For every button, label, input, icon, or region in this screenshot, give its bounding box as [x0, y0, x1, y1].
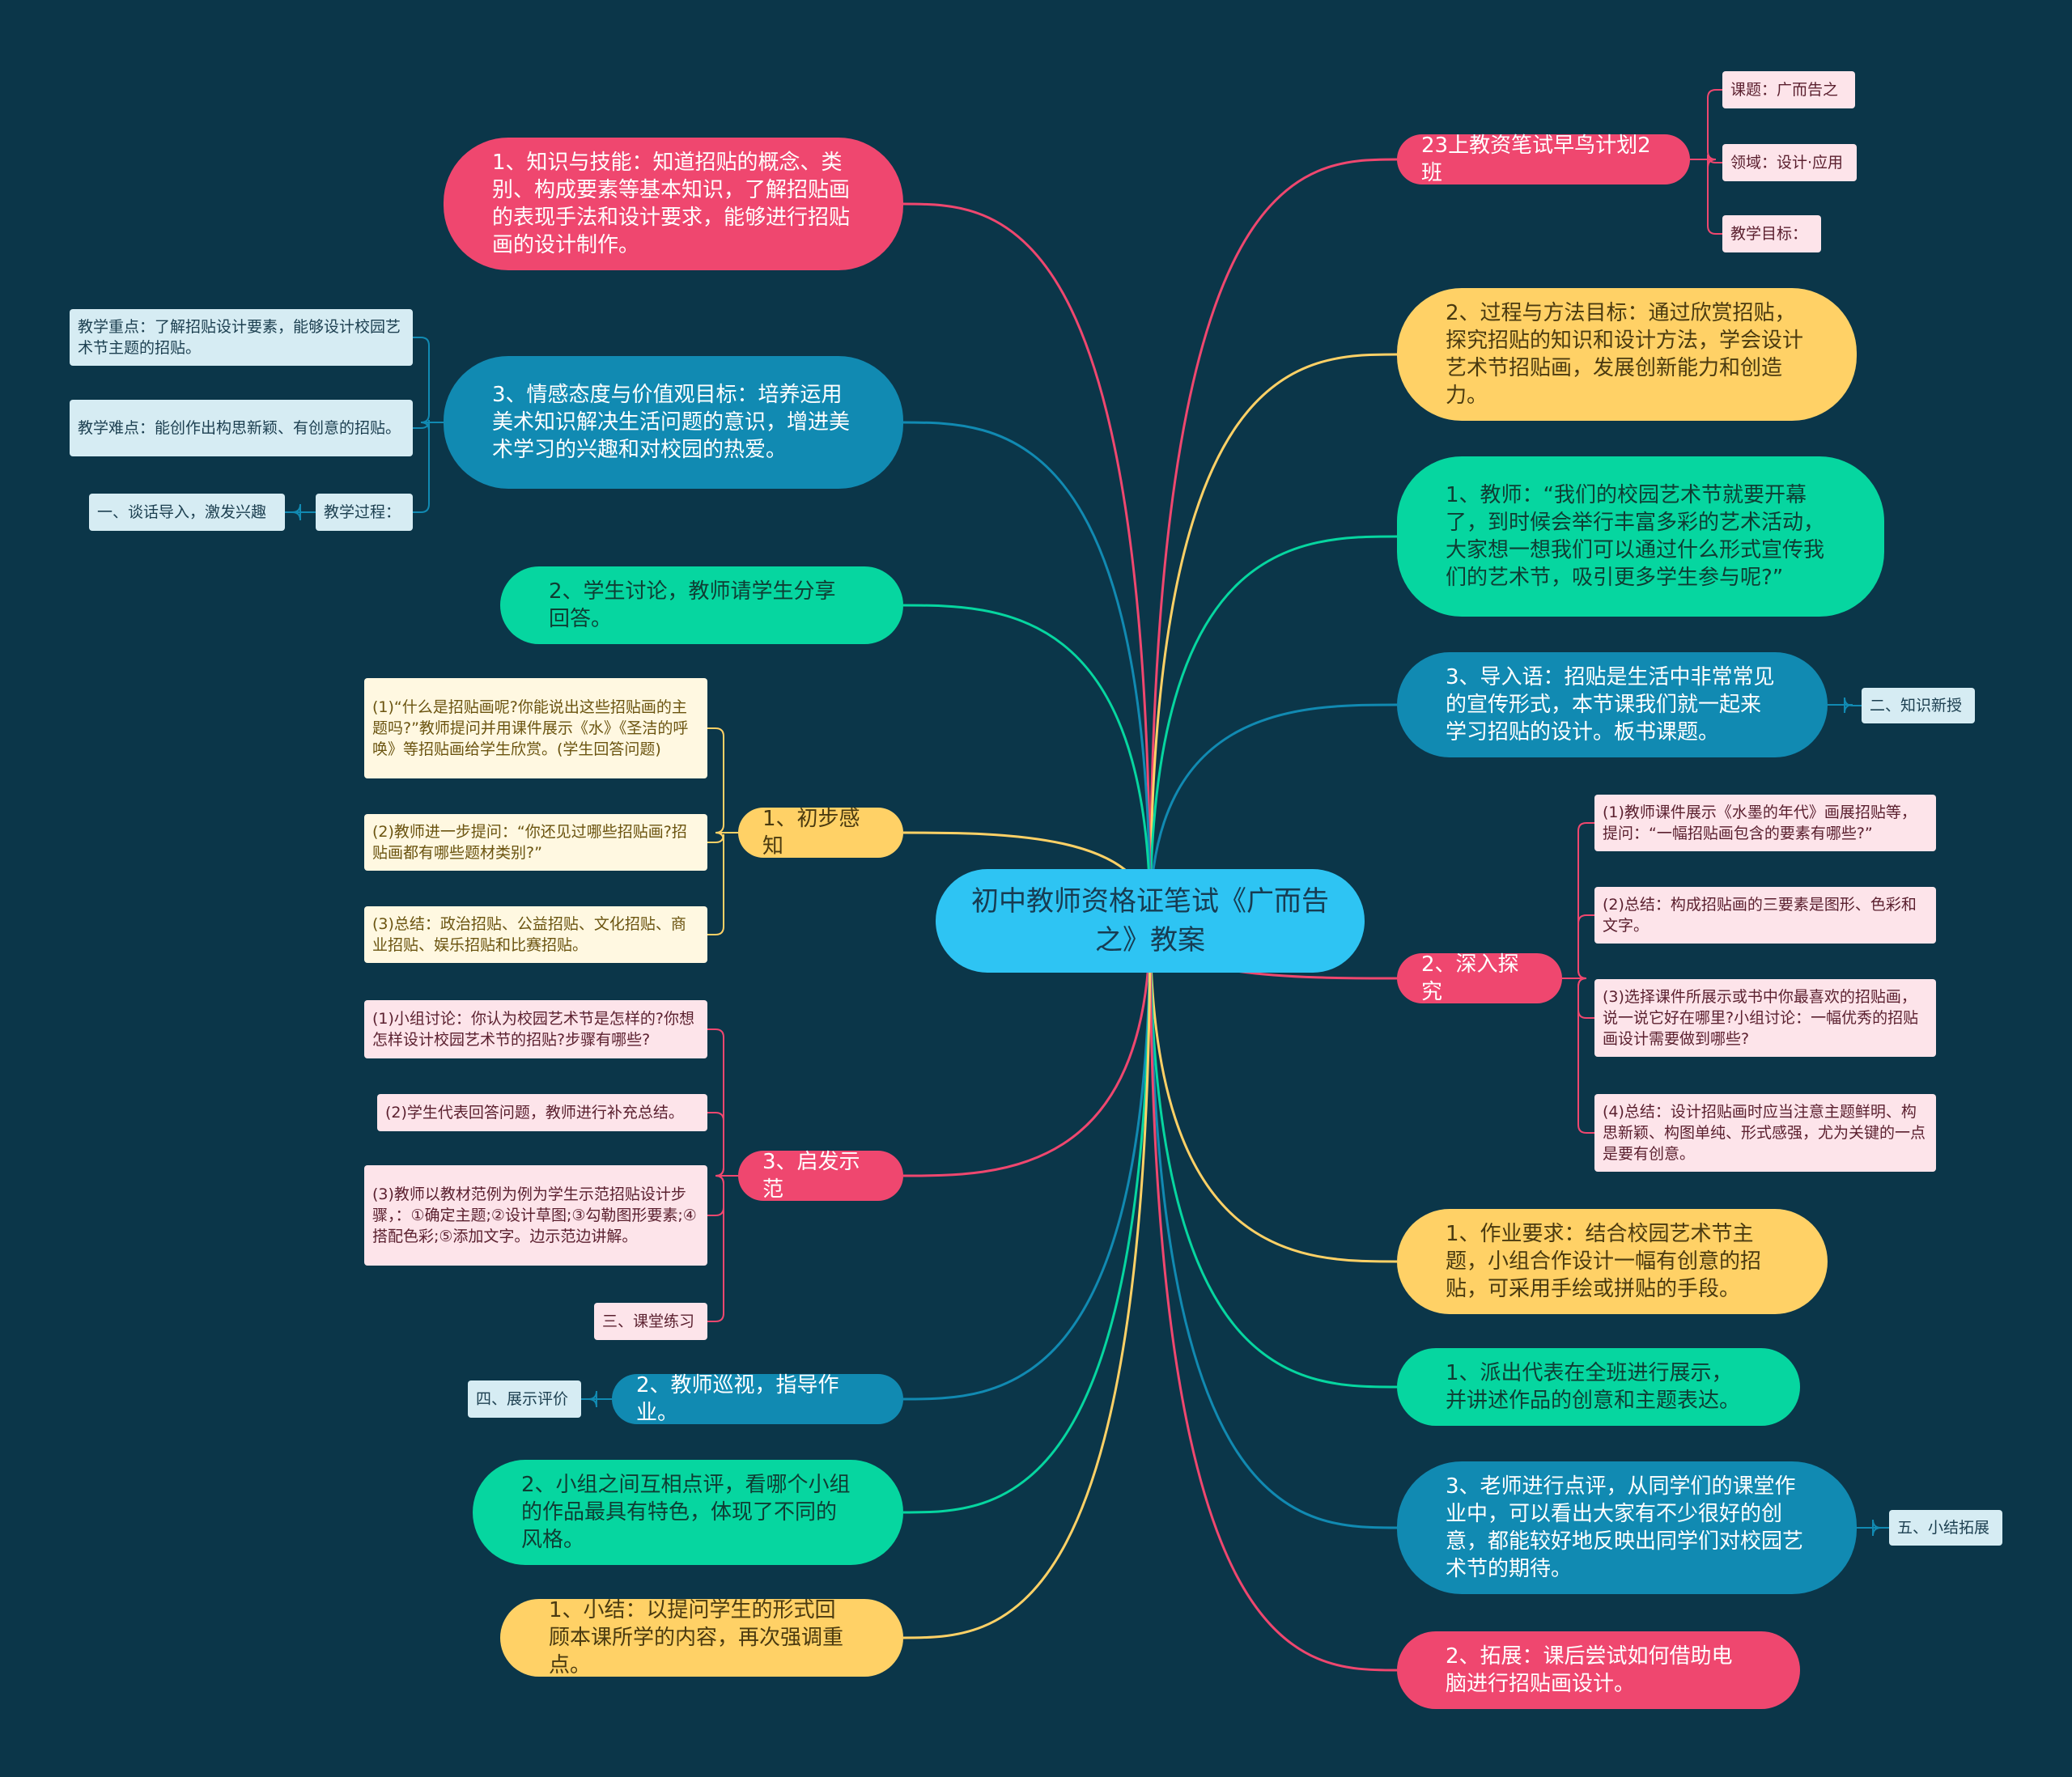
- connector-l-process-sub: [285, 503, 316, 521]
- connector-main-15: [902, 920, 1152, 1514]
- topic-emotion-goal[interactable]: 3、情感态度与价值观目标：培养运用美术知识解决生活问题的意识，增进美术学习的兴趣…: [444, 356, 903, 489]
- connector-main-7: [1149, 920, 1398, 1529]
- connector-r-class-l2: [1690, 159, 1722, 235]
- central-topic[interactable]: 初中教师资格证笔试《广而告之》教案: [936, 869, 1365, 973]
- leaf-deep-3[interactable]: (3)选择课件所展示或书中你最喜欢的招贴画，说一说它好在哪里?小组讨论：一幅优秀…: [1594, 979, 1936, 1057]
- topic-deep-explore[interactable]: 2、深入探究: [1397, 952, 1562, 1004]
- topic-inspire-demo[interactable]: 3、启发示范: [738, 1150, 903, 1202]
- connector-l-perceive-l2: [707, 832, 738, 935]
- leaf-domain[interactable]: 领域：设计·应用: [1722, 144, 1857, 181]
- connector-main-8: [1149, 920, 1398, 1672]
- leaf-perceive-1[interactable]: (1)“什么是招贴画呢?你能说出这些招贴画的主题吗?”教师提问并用课件展示《水》…: [364, 678, 707, 778]
- topic-teacher-intro[interactable]: 1、教师：“我们的校园艺术节就要开幕了，到时候会举行丰富多彩的艺术活动，大家想一…: [1397, 456, 1884, 617]
- leaf-teaching-process[interactable]: 教学过程：: [316, 494, 413, 531]
- topic-show[interactable]: 1、派出代表在全班进行展示，并讲述作品的创意和主题表达。: [1397, 1348, 1800, 1426]
- leaf-class-practice[interactable]: 三、课堂练习: [594, 1303, 707, 1340]
- topic-student-discussion[interactable]: 2、学生讨论，教师请学生分享回答。: [500, 566, 903, 644]
- connector-main-1: [1149, 353, 1398, 922]
- connector-main-16: [902, 920, 1152, 1639]
- connector-r-class-l1: [1690, 154, 1722, 168]
- leaf-demo-1[interactable]: (1)小组讨论：你认为校园艺术节是怎样的?你想怎样设计校园艺术节的招贴?步骤有哪…: [364, 1000, 707, 1058]
- connector-l-demo-l3: [707, 1175, 738, 1322]
- leaf-perceive-2[interactable]: (2)教师进一步提问：“你还见过哪些招贴画?招贴画都有哪些题材类别?”: [364, 814, 707, 871]
- connector-main-5: [1149, 920, 1398, 1263]
- topic-initial-perception[interactable]: 1、初步感知: [738, 807, 903, 859]
- connector-r-class-l0: [1690, 89, 1722, 160]
- connector-main-6: [1149, 920, 1398, 1389]
- leaf-teaching-goal[interactable]: 教学目标：: [1722, 215, 1821, 252]
- connector-r-comment-l: [1857, 1519, 1889, 1537]
- topic-homework[interactable]: 1、作业要求：结合校园艺术节主题，小组合作设计一幅有创意的招贴，可采用手绘或拼贴…: [1397, 1209, 1828, 1314]
- topic-extend[interactable]: 2、拓展：课后尝试如何借助电脑进行招贴画设计。: [1397, 1631, 1800, 1709]
- topic-teacher-patrol[interactable]: 2、教师巡视，指导作业。: [612, 1373, 903, 1425]
- leaf-demo-3[interactable]: (3)教师以教材范例为例为学生示范招贴设计步骤，：①确定主题;②设计草图;③勾勒…: [364, 1165, 707, 1266]
- connector-main-2: [1149, 535, 1398, 922]
- leaf-summary-extend[interactable]: 五、小结拓展: [1889, 1510, 2002, 1546]
- connector-main-0: [1149, 158, 1398, 922]
- connector-r-leadin-l: [1828, 697, 1862, 714]
- leaf-show-evaluate[interactable]: 四、展示评价: [468, 1380, 581, 1418]
- topic-teacher-comment[interactable]: 3、老师进行点评，从同学们的课堂作业中，可以看出大家有不少很好的创意，都能较好地…: [1397, 1461, 1857, 1594]
- connector-main-3: [1149, 703, 1398, 922]
- leaf-perceive-3[interactable]: (3)总结：政治招贴、公益招贴、文化招贴、商业招贴、娱乐招贴和比赛招贴。: [364, 906, 707, 963]
- connector-l-patrol-l: [581, 1390, 612, 1408]
- connector-main-10: [902, 421, 1152, 922]
- leaf-deep-1[interactable]: (1)教师课件展示《水墨的年代》画展招贴等，提问：“一幅招贴画包含的要素有哪些?…: [1594, 795, 1936, 851]
- connector-l-emotion-l0: [413, 337, 444, 423]
- connector-r-deep-l1: [1562, 914, 1594, 979]
- topic-peer-review[interactable]: 2、小组之间互相点评，看哪个小组的作品最具有特色，体现了不同的风格。: [473, 1460, 903, 1565]
- leaf-key-point[interactable]: 教学重点：了解招贴设计要素，能够设计校园艺术节主题的招贴。: [70, 309, 413, 366]
- connector-l-perceive-l0: [707, 727, 738, 833]
- connector-main-14: [902, 920, 1152, 1401]
- connector-l-demo-l1: [707, 1112, 738, 1177]
- leaf-difficult-point[interactable]: 教学难点：能创作出构思新颖、有创意的招贴。: [70, 400, 413, 456]
- connector-r-deep-l3: [1562, 978, 1594, 1134]
- connector-l-emotion-l2: [413, 422, 444, 513]
- connector-main-13: [902, 920, 1152, 1177]
- connector-main-9: [902, 202, 1152, 922]
- leaf-deep-4[interactable]: (4)总结：设计招贴画时应当注意主题鲜明、构思新颖、构图单纯、形式感强，尤为关键…: [1594, 1094, 1936, 1172]
- topic-lead-in[interactable]: 3、导入语：招贴是生活中非常常见的宣传形式，本节课我们就一起来学习招贴的设计。板…: [1397, 652, 1828, 757]
- leaf-deep-2[interactable]: (2)总结：构成招贴画的三要素是图形、色彩和文字。: [1594, 887, 1936, 944]
- leaf-new-knowledge[interactable]: 二、知识新授: [1862, 688, 1975, 723]
- leaf-demo-2[interactable]: (2)学生代表回答问题，教师进行补充总结。: [377, 1094, 707, 1131]
- topic-knowledge-goal[interactable]: 1、知识与技能：知道招贴的概念、类别、构成要素等基本知识，了解招贴画的表现手法和…: [444, 138, 903, 270]
- topic-class-23[interactable]: 23上教资笔试早鸟计划2班: [1397, 134, 1690, 185]
- leaf-talk-intro[interactable]: 一、谈话导入，激发兴趣: [89, 494, 285, 531]
- leaf-course-title[interactable]: 课题：广而告之: [1722, 71, 1855, 108]
- topic-process-goal[interactable]: 2、过程与方法目标：通过欣赏招贴，探究招贴的知识和设计方法，学会设计艺术节招贴画…: [1397, 288, 1857, 421]
- topic-lesson-summary[interactable]: 1、小结：以提问学生的形式回顾本课所学的内容，再次强调重点。: [500, 1598, 903, 1677]
- connector-main-11: [902, 604, 1152, 922]
